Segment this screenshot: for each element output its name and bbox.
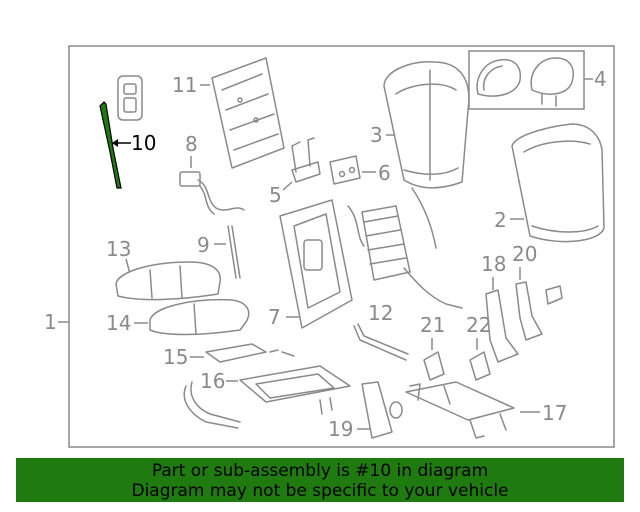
callout-22: 22 <box>466 313 491 337</box>
callout-7: 7 <box>268 305 281 329</box>
callout-3: 3 <box>370 123 383 147</box>
part-13-seat-cushion-cover <box>115 261 221 301</box>
part-16-cushion-frame <box>239 365 351 415</box>
banner-line-1: Part or sub-assembly is #10 in diagram <box>151 461 489 481</box>
part-11-back-panel <box>211 57 285 169</box>
callout-18: 18 <box>481 252 506 276</box>
release-handle-cover <box>117 75 143 121</box>
headrest-right <box>530 57 574 107</box>
callout-8: 8 <box>185 132 198 156</box>
part-2-seat-back-cover <box>511 123 605 243</box>
callout-9: 9 <box>197 233 210 257</box>
callout-2: 2 <box>494 208 507 232</box>
banner-line-2: Diagram may not be specific to your vehi… <box>131 481 509 501</box>
callout-13: 13 <box>106 237 131 261</box>
callout-20: 20 <box>512 242 537 266</box>
part-21-cover-cap <box>423 351 445 381</box>
callout-14: 14 <box>106 311 131 335</box>
part-18-side-bracket <box>485 289 519 363</box>
callout-12: 12 <box>368 301 393 325</box>
side-tube <box>183 381 241 429</box>
headrest-left <box>476 58 522 97</box>
callout-21: 21 <box>420 313 445 337</box>
callout-11: 11 <box>172 73 197 97</box>
leader-10-arrow <box>112 139 118 147</box>
part-22-cover-cap <box>469 351 491 381</box>
part-9-rod <box>227 225 241 279</box>
part-17-seat-adjuster-track <box>405 381 515 439</box>
part-7-seat-back-frame <box>279 199 353 329</box>
callout-6: 6 <box>378 161 391 185</box>
callout-15: 15 <box>163 345 188 369</box>
callout-4: 4 <box>594 67 607 91</box>
part-6-latch <box>329 155 361 185</box>
leader-5 <box>282 181 293 191</box>
callout-16: 16 <box>200 369 225 393</box>
part-5-bracket <box>291 137 321 183</box>
callout-19: 19 <box>328 417 353 441</box>
callout-1: 1 <box>44 310 57 334</box>
info-banner: Part or sub-assembly is #10 in diagram D… <box>16 458 624 502</box>
part-20-side-bracket <box>515 281 563 341</box>
callout-17: 17 <box>542 401 567 425</box>
part-12-spring-mat <box>347 205 463 309</box>
part-3-back-cushion <box>383 61 470 249</box>
part-19-side-shield <box>361 381 403 439</box>
part-8-wire-harness <box>179 171 245 215</box>
part-14-seat-cushion-pad <box>149 298 250 336</box>
part-10-trim-strip <box>99 101 122 189</box>
callout-5: 5 <box>269 183 282 207</box>
part-15-heater-pad <box>205 343 295 363</box>
link-rod <box>353 323 409 361</box>
callout-10: 10 <box>131 131 156 155</box>
